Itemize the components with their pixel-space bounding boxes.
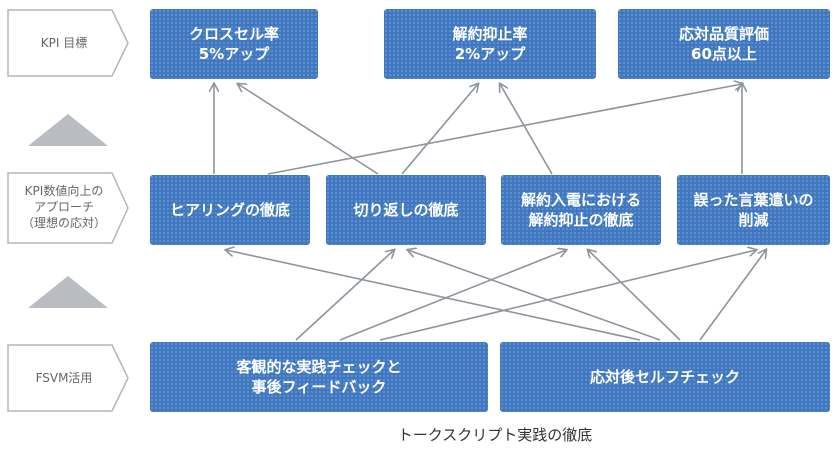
row-label-fsvm: FSVM活用 (35, 371, 93, 385)
arrow-self-check-to-wording (699, 250, 766, 341)
approach-box-wording: 誤った言葉遣いの 削減 (677, 175, 830, 245)
fsvm-box-objective-check: 客観的な実践チェックと 事後フィードバック (150, 342, 488, 412)
kpi-box-cross-sell: クロスセル率 5%アップ (150, 9, 318, 79)
fsvm-box-self-check: 応対後セルフチェック (500, 342, 830, 412)
diagram-caption: トークスクリプト実践の徹底 (397, 426, 593, 444)
row-label-kpi: KPI 目標 (40, 36, 88, 50)
arrow-objective-to-kirikaeshi (295, 250, 394, 341)
approach-box-kirikaeshi: 切り返しの徹底 (326, 175, 486, 245)
arrow-kirikaeshi-to-cancel-rate (401, 84, 478, 175)
arrow-hearing-to-quality (267, 84, 742, 175)
kpi-box-quality: 応対品質評価 60点以上 (618, 9, 830, 79)
approach-box-cancel-call: 解約入電における 解約抑止の徹底 (501, 175, 661, 245)
arrow-self-check-to-kirikaeshi (408, 250, 661, 341)
approach-box-hearing: ヒアリングの徹底 (150, 175, 310, 245)
up-triangle-lower (28, 276, 108, 308)
arrow-kirikaeshi-to-cross-sell (238, 84, 379, 175)
arrow-self-check-to-hearing (226, 250, 641, 341)
row-label-approach: KPI数値向上の アプローチ （理想の応対） (21, 184, 106, 231)
kpi-box-cancel-rate: 解約抑止率 2%アップ (384, 9, 596, 79)
up-triangle-upper (28, 114, 108, 146)
arrow-objective-to-cancel-call (339, 250, 566, 341)
tag-shape-approach (7, 172, 129, 244)
arrow-cancel-call-to-cancel-rate (500, 84, 553, 175)
arrow-self-check-to-cancel-call (588, 250, 681, 341)
tag-shape-fsvm (7, 344, 129, 412)
arrow-objective-to-wording (379, 250, 756, 341)
tag-shape-kpi (7, 9, 129, 77)
